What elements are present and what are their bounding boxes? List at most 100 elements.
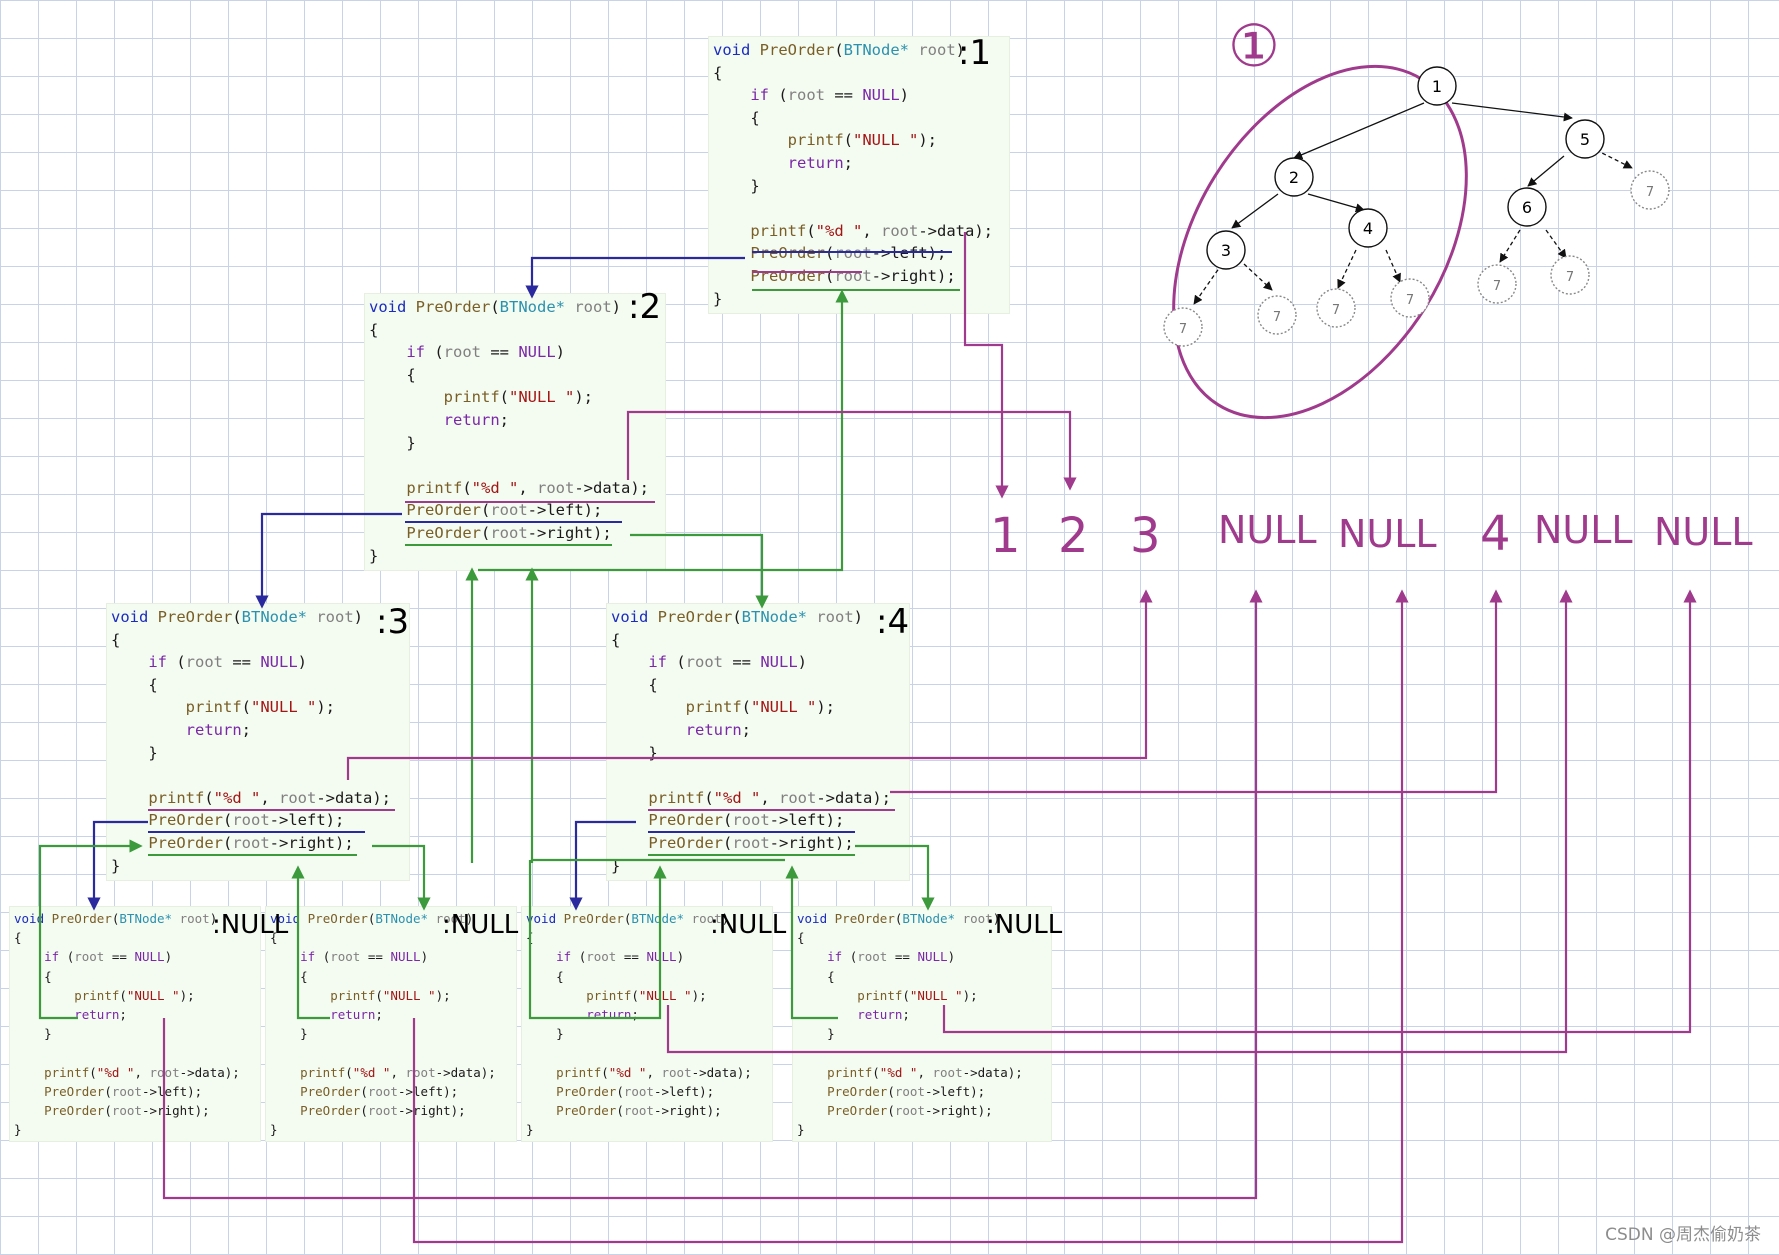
- right-call-line: PreOrder(root->right);: [14, 1101, 256, 1120]
- right-member: ->right: [141, 1103, 195, 1119]
- right-call-line: PreOrder(root->right);: [797, 1101, 1047, 1120]
- data-member: ->data: [574, 478, 631, 497]
- right-call-fn: PreOrder: [44, 1103, 105, 1119]
- wire-right-2to4: [630, 533, 769, 609]
- right-call-fn: PreOrder: [827, 1103, 888, 1119]
- kw-return: return: [787, 153, 844, 172]
- printf-end: );: [691, 987, 707, 1003]
- brace: }: [270, 1122, 278, 1138]
- call-end: );: [825, 811, 845, 830]
- wire-return-N3to4: [528, 860, 578, 1020]
- wire-return-2to1b: [640, 289, 849, 572]
- printf-end: );: [816, 698, 835, 717]
- left-member: ->left: [924, 1083, 971, 1099]
- left-arg: root: [894, 1083, 925, 1099]
- left-member: ->left: [769, 811, 826, 830]
- open-brace-line: {: [111, 629, 405, 652]
- close-brace-line: }: [14, 1120, 256, 1139]
- printf-end: );: [372, 788, 392, 807]
- cond-eq: ==: [360, 949, 391, 965]
- printf-null-str: "NULL ": [126, 987, 180, 1003]
- cond-null: NULL: [260, 653, 298, 672]
- printf-d-str: "%d ": [471, 478, 519, 497]
- call-end: );: [450, 1103, 466, 1119]
- right-arg: root: [490, 523, 528, 542]
- cond-open: (: [667, 653, 686, 672]
- semicolon: ;: [241, 720, 251, 739]
- printf-end: );: [179, 987, 195, 1003]
- cond-close: ): [555, 343, 565, 362]
- printf-null-line: printf("NULL ");: [797, 986, 1047, 1005]
- printf-null-str: "NULL ": [382, 987, 436, 1003]
- left-call-fn: PreOrder: [750, 244, 825, 263]
- kw-return: return: [185, 720, 242, 739]
- close-brace-line: }: [797, 1120, 1047, 1139]
- root-ref: root: [537, 478, 575, 497]
- semicolon: ;: [375, 1007, 383, 1023]
- right-member: ->right: [769, 833, 835, 852]
- call-end: );: [443, 1083, 459, 1099]
- kw-void: void: [611, 608, 649, 626]
- printf-d-str: "%d ": [352, 1064, 391, 1080]
- paren: (: [104, 1103, 112, 1119]
- if-brace-open: {: [797, 967, 1047, 986]
- right-call-wires: [38, 289, 935, 1020]
- kw-void: void: [14, 911, 45, 926]
- left-member: ->left: [527, 501, 584, 520]
- if-line: if (root == NULL): [797, 947, 1047, 966]
- paren: (: [360, 1103, 368, 1119]
- paren-close: ): [992, 911, 1001, 926]
- right-arg: root: [894, 1103, 925, 1119]
- call-end: );: [194, 1103, 210, 1119]
- brace: }: [526, 1122, 534, 1138]
- brace: }: [713, 289, 723, 308]
- code-frame-2: void PreOrder(BTNode* root){ if (root ==…: [364, 293, 666, 571]
- semicolon: ;: [741, 720, 751, 739]
- wire-return-4to2: [530, 858, 785, 863]
- printf-null-str: "NULL ": [638, 987, 692, 1003]
- return-line: return;: [369, 409, 661, 432]
- wire-print-4: [890, 589, 1503, 794]
- comma: ,: [260, 788, 280, 807]
- call-end: );: [834, 833, 854, 852]
- paren: (: [732, 608, 742, 626]
- printf-fn: printf: [586, 987, 632, 1003]
- left-call-fn: PreOrder: [300, 1083, 361, 1099]
- fn-name: PreOrder: [307, 911, 368, 926]
- call-end: );: [970, 1083, 986, 1099]
- wire-print-3: [346, 589, 1153, 780]
- brace: {: [611, 630, 621, 649]
- param-type: BTNode*: [902, 911, 956, 926]
- svg-text:7: 7: [1273, 310, 1281, 325]
- cond-open: (: [167, 653, 186, 672]
- brace: }: [797, 1122, 805, 1138]
- call-end: );: [334, 833, 354, 852]
- printf-d-str: "%d ": [96, 1064, 135, 1080]
- cond-root: root: [685, 653, 723, 672]
- if-brace-close: }: [611, 742, 905, 765]
- kw-void: void: [369, 298, 407, 316]
- if-line: if (root == NULL): [369, 341, 661, 364]
- left-arg: root: [111, 1083, 142, 1099]
- right-call-line: PreOrder(root->right);: [270, 1101, 512, 1120]
- open-brace-line: {: [270, 928, 512, 947]
- wire-print-null-1: [162, 589, 1263, 1200]
- wire-print-null-2: [412, 589, 1409, 1244]
- cond-close: ): [297, 653, 307, 672]
- cond-close: ): [164, 949, 173, 965]
- printf-fn: printf: [406, 478, 463, 497]
- brace: {: [300, 968, 308, 984]
- brace: }: [611, 856, 621, 875]
- paren: (: [902, 987, 910, 1003]
- left-call-line: PreOrder(root->left);: [270, 1082, 512, 1101]
- brace: }: [556, 1026, 564, 1042]
- frame-label-4: :4: [876, 602, 910, 642]
- fn-name: PreOrder: [759, 41, 835, 59]
- paren: (: [601, 1064, 609, 1080]
- if-brace-open: {: [526, 967, 768, 986]
- brace: {: [406, 365, 416, 384]
- return-line: return;: [713, 152, 1005, 175]
- param-name: root: [962, 911, 993, 926]
- if-line: if (root == NULL): [270, 947, 512, 966]
- signature-line: void PreOrder(BTNode* root): [611, 606, 905, 629]
